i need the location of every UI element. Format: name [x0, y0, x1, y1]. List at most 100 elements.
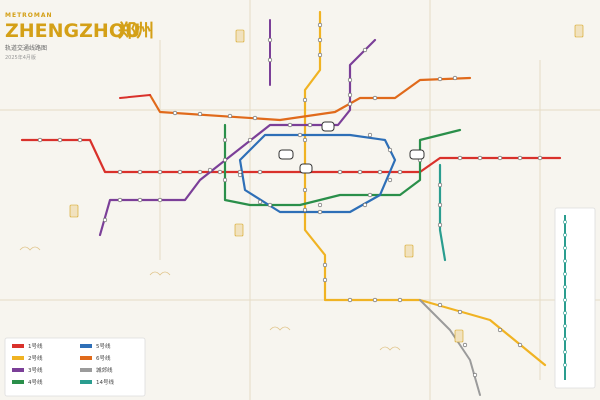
station-dot[interactable]: [372, 297, 378, 303]
station-dot[interactable]: [227, 113, 233, 119]
station-dot[interactable]: [437, 76, 443, 82]
station-dot[interactable]: [387, 177, 393, 183]
inset-station-dot[interactable]: [563, 311, 567, 315]
station-dot[interactable]: [477, 155, 483, 161]
station-dot[interactable]: [462, 342, 468, 348]
inset-station-dot[interactable]: [563, 246, 567, 250]
station-dot[interactable]: [307, 122, 313, 128]
station-dot[interactable]: [537, 155, 543, 161]
station-dot[interactable]: [267, 37, 273, 43]
station-dot[interactable]: [452, 75, 458, 81]
station-dot[interactable]: [117, 169, 123, 175]
legend-label-line3: 3号线: [28, 366, 43, 374]
line7-path: [419, 299, 481, 396]
station-dot[interactable]: [102, 217, 108, 223]
station-dot[interactable]: [517, 155, 523, 161]
station-dot[interactable]: [322, 277, 328, 283]
legend-label-line1: 1号线: [28, 342, 43, 350]
station-dot[interactable]: [257, 169, 263, 175]
station-dot[interactable]: [222, 157, 228, 163]
station-dot[interactable]: [437, 302, 443, 308]
station-dot[interactable]: [497, 327, 503, 333]
station-dot[interactable]: [237, 172, 243, 178]
station-dot[interactable]: [497, 155, 503, 161]
station-dot[interactable]: [197, 111, 203, 117]
station-dot[interactable]: [457, 309, 463, 315]
station-dot[interactable]: [267, 57, 273, 63]
station-dot[interactable]: [437, 202, 443, 208]
station-dot[interactable]: [157, 197, 163, 203]
station-dot[interactable]: [347, 92, 353, 98]
station-dot[interactable]: [317, 202, 323, 208]
station-dot[interactable]: [197, 169, 203, 175]
station-dot[interactable]: [222, 137, 228, 143]
station-dot[interactable]: [322, 262, 328, 268]
station-dot[interactable]: [37, 137, 43, 143]
hub-zijingshan[interactable]: [321, 121, 335, 132]
station-dot[interactable]: [357, 169, 363, 175]
station-dot[interactable]: [317, 22, 323, 28]
station-dot[interactable]: [247, 137, 253, 143]
inset-station-dot[interactable]: [563, 272, 567, 276]
inset-station-dot[interactable]: [563, 220, 567, 224]
line6-path: [148, 76, 472, 122]
inset-station-dot[interactable]: [563, 233, 567, 237]
inset-station-dot[interactable]: [563, 324, 567, 328]
station-dot[interactable]: [517, 342, 523, 348]
station-dot[interactable]: [267, 202, 273, 208]
station-dot[interactable]: [57, 137, 63, 143]
station-dot[interactable]: [207, 167, 213, 173]
inset-station-dot[interactable]: [563, 285, 567, 289]
station-dot[interactable]: [397, 169, 403, 175]
station-dot[interactable]: [137, 197, 143, 203]
station-dot[interactable]: [77, 137, 83, 143]
station-dot[interactable]: [347, 297, 353, 303]
station-dot[interactable]: [172, 110, 178, 116]
station-dot[interactable]: [297, 132, 303, 138]
station-dot[interactable]: [387, 147, 393, 153]
station-dot[interactable]: [372, 95, 378, 101]
station-dot[interactable]: [257, 199, 263, 205]
station-dot[interactable]: [437, 222, 443, 228]
station-dot[interactable]: [117, 197, 123, 203]
station-dot[interactable]: [457, 155, 463, 161]
hub-erqi-square[interactable]: [299, 163, 313, 174]
station-dot[interactable]: [472, 372, 478, 378]
station-dot[interactable]: [317, 209, 323, 215]
station-dot[interactable]: [347, 77, 353, 83]
inset-station-dot[interactable]: [563, 337, 567, 341]
station-dot[interactable]: [397, 297, 403, 303]
station-dot[interactable]: [302, 97, 308, 103]
station-dot[interactable]: [437, 182, 443, 188]
inset-station-dot[interactable]: [563, 259, 567, 263]
station-dot[interactable]: [367, 192, 373, 198]
inset-station-dot[interactable]: [563, 350, 567, 354]
legend-swatch-line3: [12, 368, 24, 372]
station-dot[interactable]: [287, 122, 293, 128]
station-dot[interactable]: [337, 169, 343, 175]
station-dot[interactable]: [377, 169, 383, 175]
station-dot[interactable]: [302, 187, 308, 193]
station-dot[interactable]: [317, 52, 323, 58]
city-en-text: ZHENGZHOU: [5, 20, 140, 42]
station-dot[interactable]: [252, 115, 258, 121]
hub-zhengzhou-station[interactable]: [278, 149, 294, 160]
station-dot[interactable]: [177, 169, 183, 175]
station-dot[interactable]: [347, 101, 353, 107]
station-dot[interactable]: [137, 169, 143, 175]
hub-east-station[interactable]: [409, 149, 425, 160]
station-dot[interactable]: [157, 169, 163, 175]
station-dot[interactable]: [362, 202, 368, 208]
station-dot[interactable]: [367, 132, 373, 138]
station-dot[interactable]: [317, 37, 323, 43]
inset-station-dot[interactable]: [563, 363, 567, 367]
station-dot[interactable]: [302, 137, 308, 143]
station-dot[interactable]: [217, 169, 223, 175]
station-dot[interactable]: [222, 177, 228, 183]
station-dot[interactable]: [302, 207, 308, 213]
inset-station-dot[interactable]: [563, 298, 567, 302]
station-dot[interactable]: [362, 47, 368, 53]
